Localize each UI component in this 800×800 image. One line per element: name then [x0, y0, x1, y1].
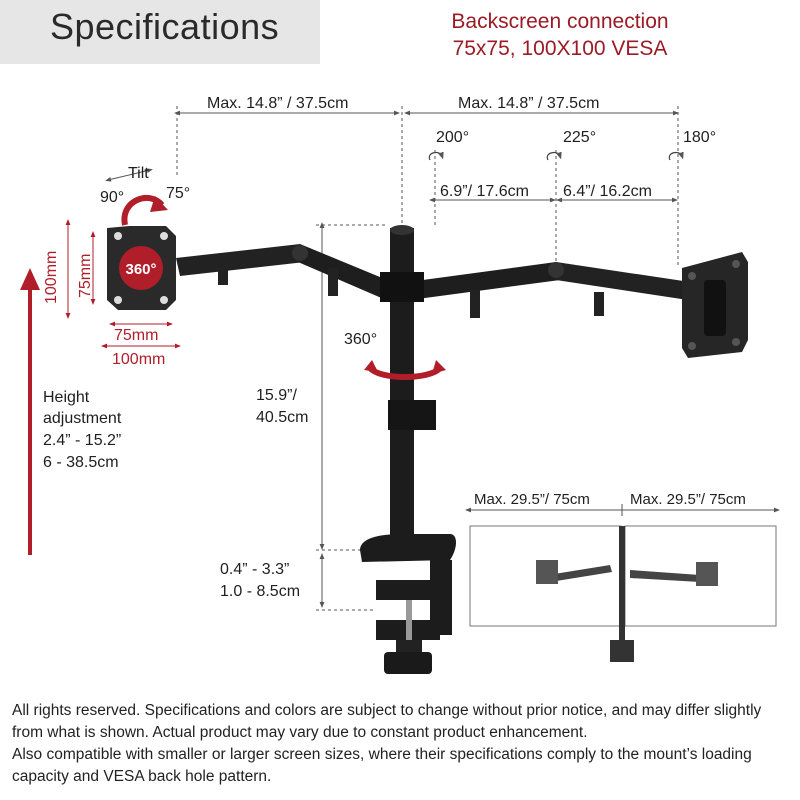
- footer-line-2: Also compatible with smaller or larger s…: [12, 746, 752, 785]
- vesa-plate-right: [682, 252, 748, 358]
- page-title: Specifications: [50, 6, 280, 47]
- vesa-dimensions: [65, 219, 181, 349]
- footer-line-1: All rights reserved. Specifications and …: [12, 702, 762, 741]
- dimension-lines: [174, 106, 679, 611]
- height-adjust-line3: 2.4” - 15.2”: [43, 432, 122, 449]
- height-adjust-arrow: [20, 268, 40, 555]
- vesa-inner-width: 75mm: [114, 327, 159, 344]
- tilt-arrows: [105, 168, 168, 226]
- arm-right: [408, 262, 690, 318]
- pole-height-line1: 15.9”/: [256, 387, 297, 404]
- rotation-200-label: 200°: [436, 129, 470, 146]
- pole-rotation-label: 360°: [344, 331, 378, 348]
- vesa-inner-height: 75mm: [77, 253, 94, 298]
- tilt-label: Tilt: [128, 165, 149, 182]
- segment-2-label: 6.4”/ 16.2cm: [563, 183, 652, 200]
- screen-left-size: Max. 29.5”/ 75cm: [474, 491, 590, 508]
- pole-height-line2: 40.5cm: [256, 409, 309, 426]
- rotation-180-label: 180°: [683, 129, 717, 146]
- svg-text:360°: 360°: [125, 261, 156, 278]
- segment-1-label: 6.9”/ 17.6cm: [440, 183, 529, 200]
- pole: [364, 225, 446, 550]
- clamp-range-line1: 0.4” - 3.3”: [220, 561, 290, 578]
- rotation-icons: [428, 151, 684, 161]
- connection-title: Backscreen connection: [451, 10, 669, 33]
- tilt-down-label: 75°: [166, 185, 191, 202]
- desk-clamp: [360, 534, 456, 674]
- vesa-outer-height: 100mm: [43, 250, 60, 304]
- height-adjust-line2: adjustment: [43, 410, 122, 427]
- arm-right-reach-label: Max. 14.8” / 37.5cm: [458, 95, 600, 112]
- backscreen-connection: Backscreen connection 75x75, 100X100 VES…: [400, 8, 720, 62]
- tilt-up-label: 90°: [100, 189, 125, 206]
- arm-left: [176, 244, 392, 300]
- monitor-mount-diagram: 360°: [20, 106, 780, 674]
- title-banner: Specifications: [0, 0, 320, 64]
- rotation-225-label: 225°: [563, 129, 597, 146]
- vesa-outer-width: 100mm: [112, 351, 166, 368]
- dual-screen-inset: [465, 504, 780, 662]
- height-adjust-line4: 6 - 38.5cm: [43, 454, 119, 471]
- screen-right-size: Max. 29.5”/ 75cm: [630, 491, 746, 508]
- clamp-range-line2: 1.0 - 8.5cm: [220, 583, 301, 600]
- height-adjust-line1: Height: [43, 389, 90, 406]
- vesa-plate-left: 360°: [107, 226, 176, 310]
- connection-vesa: 75x75, 100X100 VESA: [452, 37, 668, 60]
- arm-left-reach-label: Max. 14.8” / 37.5cm: [207, 95, 349, 112]
- footer-disclaimer: All rights reserved. Specifications and …: [12, 700, 792, 788]
